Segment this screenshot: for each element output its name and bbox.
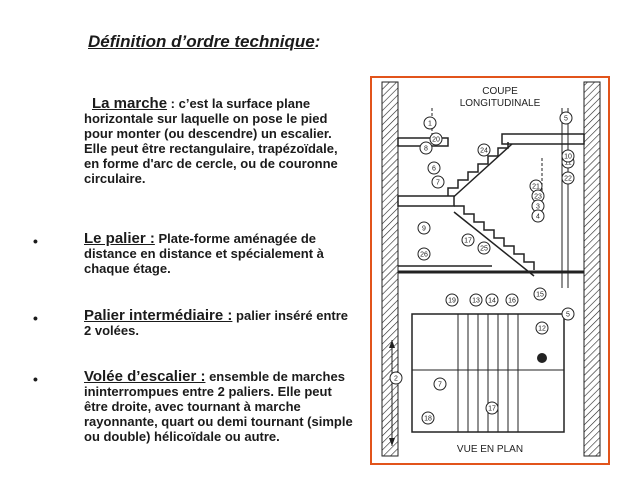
marker-circle [389,371,403,385]
plan-lower-treads [457,370,519,432]
plan-newel [537,353,547,363]
intermediate-landing [397,195,455,207]
marker-circle [485,293,499,307]
marker-circle [421,411,435,425]
definition-palier-intermediaire: Palier intermédiaire : palier inséré ent… [84,308,356,338]
term-le-palier: Le palier : [84,230,155,247]
marker-circle [477,143,491,157]
marker-label: 17 [488,406,496,413]
bullet-le-palier: • [33,233,38,249]
marker-label: 9 [422,226,426,233]
marker-circle [505,293,519,307]
marker-circle [417,221,431,235]
lower-flight [454,205,535,270]
marker-label: 23 [534,194,542,201]
text-volee-escalier: ensemble de marches ininterrompues entre… [84,369,353,444]
marker-label: 1 [428,121,432,128]
marker-circle [461,233,475,247]
marker-label: 21 [532,184,540,191]
marker-circle [469,293,483,307]
marker-label: 14 [488,298,496,305]
marker-circle [535,321,549,335]
definition-la-marche: La marche : c’est la surface plane horiz… [84,96,356,186]
marker-circle [561,307,575,321]
marker-circle [423,116,437,130]
marker-circle [431,175,445,189]
marker-label: 12 [538,326,546,333]
marker-label: 16 [508,298,516,305]
definition-volee-escalier: Volée d’escalier : ensemble de marches i… [84,369,356,444]
marker-label: 19 [448,298,456,305]
marker-circle [433,377,447,391]
marker-circle [477,241,491,255]
definition-separator: : [167,96,179,111]
marker-label: 13 [472,298,480,305]
marker-label: 18 [424,416,432,423]
marker-circle [429,132,443,146]
right-wall [583,81,601,457]
definition-le-palier: Le palier : Plate-forme aménagée de dist… [84,231,356,276]
text-le-palier: Plate-forme aménagée de distance en dist… [84,231,324,276]
text-la-marche: c’est la surface plane horizontale sur l… [84,96,338,186]
caption-longitudinale: LONGITUDINALE [460,98,541,109]
marker-label: 15 [536,292,544,299]
caption-vue-en-plan: VUE EN PLAN [457,444,523,455]
plan-upper-treads [457,314,519,370]
marker-circle [531,209,545,223]
marker-label: 7 [438,382,442,389]
caption-coupe: COUPE [482,86,518,97]
bullet-palier-intermediaire: • [33,310,38,326]
marker-label: 17 [464,238,472,245]
marker-circle [561,149,575,163]
marker-circle [417,247,431,261]
marker-label: 2 [394,376,398,383]
marker-label: 22 [564,176,572,183]
marker-label: 5 [566,312,570,319]
marker-label: 11 [564,160,571,167]
marker-label: 3 [536,204,540,211]
upper-landing [501,133,585,145]
marker-label: 25 [480,246,488,253]
marker-label: 6 [432,166,436,173]
text-palier-intermediaire: palier inséré entre 2 volées. [84,308,349,338]
marker-label: 24 [480,148,488,155]
slide-title-text: Définition d’ordre technique [88,32,315,51]
marker-circle [419,141,433,155]
term-palier-intermediaire: Palier intermédiaire : [84,307,233,324]
marker-label: 26 [420,252,428,259]
marker-circle [427,161,441,175]
left-wall [381,81,399,457]
marker-label: 4 [536,214,540,221]
marker-label: 20 [432,137,440,144]
slide-title-colon: : [314,32,321,51]
marker-circle [485,401,499,415]
marker-circle [533,287,547,301]
marker-label: 10 [564,154,572,161]
term-volee-escalier: Volée d’escalier : [84,368,206,385]
staircase-figure: COUPE LONGITUDINALE [370,76,610,465]
marker-circle [559,111,573,125]
upper-flight [447,142,509,196]
marker-label: 8 [424,146,428,153]
slide-title: Définition d’ordre technique: [88,32,320,52]
term-la-marche: La marche [92,95,168,112]
marker-circle [561,171,575,185]
marker-label: 7 [436,180,440,187]
bullet-volee-escalier: • [33,371,38,387]
staircase-drawing: COUPE LONGITUDINALE [381,81,601,457]
marker-label: 5 [564,116,568,123]
marker-circle [445,293,459,307]
